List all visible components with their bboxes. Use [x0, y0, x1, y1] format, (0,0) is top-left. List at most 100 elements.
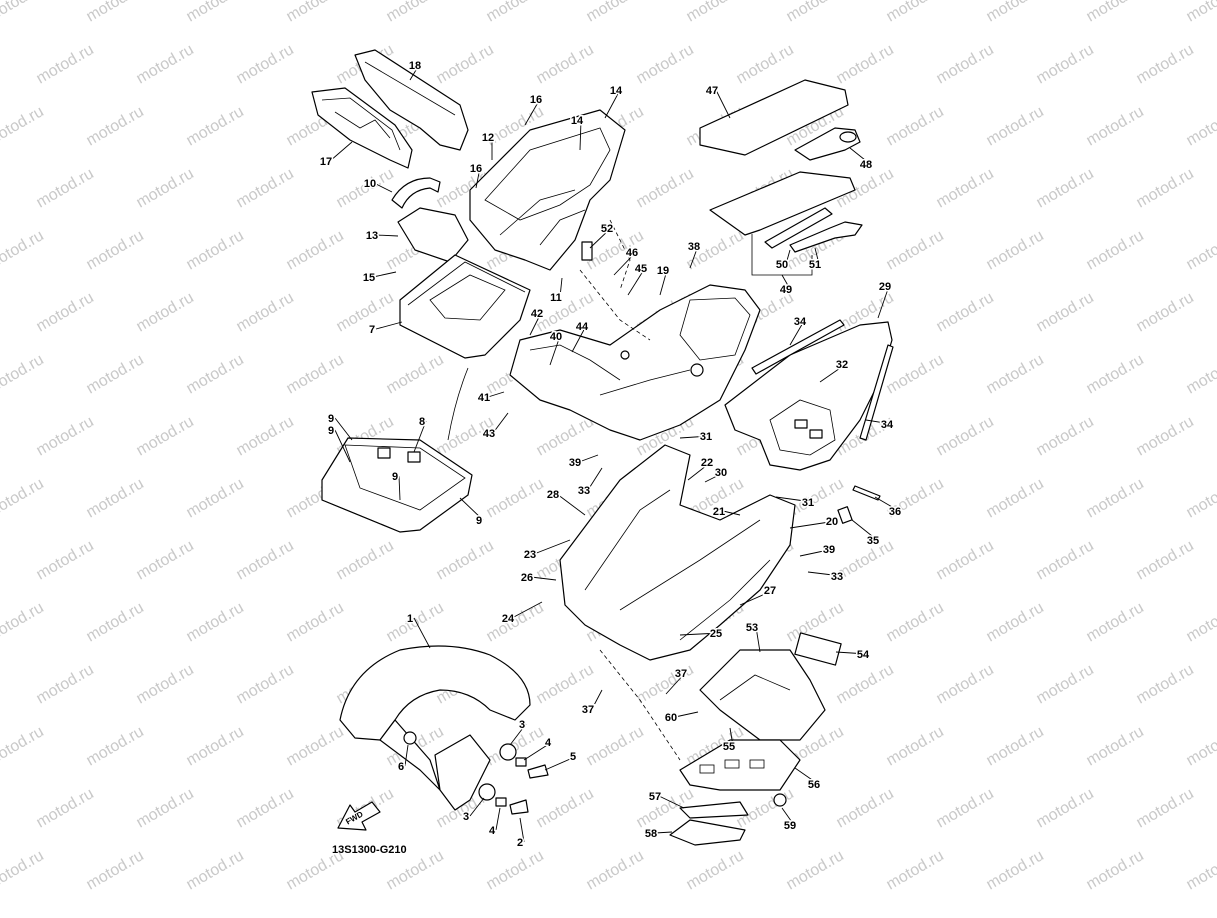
watermark-text: motod.ru — [34, 785, 97, 831]
watermark-text: motod.ru — [134, 41, 197, 87]
watermark-text: motod.ru — [934, 41, 997, 87]
callout-label-43: 43 — [483, 428, 495, 440]
watermark-text: motod.ru — [984, 723, 1047, 769]
callout-label-47: 47 — [706, 85, 718, 97]
watermark-text: motod.ru — [234, 41, 297, 87]
watermark-text: motod.ru — [0, 475, 47, 521]
watermark-text: motod.ru — [984, 475, 1047, 521]
watermark-text: motod.ru — [84, 723, 147, 769]
callout-label-14: 14 — [571, 115, 584, 127]
callout-label-20: 20 — [826, 516, 838, 528]
part-35-grommet — [838, 507, 852, 524]
callout-label-55: 55 — [723, 741, 735, 753]
watermark-text: motod.ru — [1134, 661, 1197, 707]
watermark-text: motod.ru — [184, 847, 247, 893]
watermark-text: motod.ru — [884, 723, 947, 769]
leader-line-9 — [335, 418, 352, 440]
watermark-text: motod.ru — [884, 103, 947, 149]
watermark-text: motod.ru — [534, 785, 597, 831]
leader-line-15 — [373, 272, 396, 277]
watermark-text: motod.ru — [184, 599, 247, 645]
callout-label-32: 32 — [836, 359, 848, 371]
watermark-text: motod.ru — [434, 909, 497, 913]
watermark-text: motod.ru — [584, 0, 647, 25]
watermark-text: motod.ru — [1134, 413, 1197, 459]
watermark-text: motod.ru — [484, 475, 547, 521]
watermark-text: motod.ru — [1034, 289, 1097, 335]
watermark-text: motod.ru — [1034, 165, 1097, 211]
part-58-stay — [670, 820, 745, 845]
watermark-text: motod.ru — [84, 599, 147, 645]
watermark-text: motod.ru — [934, 661, 997, 707]
watermark-text: motod.ru — [884, 599, 947, 645]
callout-label-3: 3 — [519, 719, 525, 731]
callout-label-59: 59 — [784, 820, 796, 832]
watermark-text: motod.ru — [234, 661, 297, 707]
callout-label-4: 4 — [489, 825, 496, 837]
watermark-text: motod.ru — [1184, 0, 1217, 25]
watermark-text: motod.ru — [934, 785, 997, 831]
callout-label-16: 16 — [530, 94, 542, 106]
watermark-text: motod.ru — [284, 723, 347, 769]
watermark-text: motod.ru — [834, 661, 897, 707]
watermark-text: motod.ru — [184, 723, 247, 769]
watermark-text: motod.ru — [1034, 909, 1097, 913]
watermark-text: motod.ru — [484, 0, 547, 25]
callout-label-17: 17 — [320, 156, 332, 168]
callout-label-21: 21 — [713, 506, 725, 518]
callout-label-48: 48 — [860, 159, 872, 171]
watermark-text: motod.ru — [384, 0, 447, 25]
callout-label-33: 33 — [831, 571, 843, 583]
part-10-strap — [392, 178, 440, 208]
callout-label-11: 11 — [550, 292, 562, 304]
watermark-text: motod.ru — [584, 723, 647, 769]
callout-label-19: 19 — [657, 265, 669, 277]
watermark-text: motod.ru — [784, 847, 847, 893]
watermark-text: motod.ru — [134, 537, 197, 583]
callout-label-9: 9 — [392, 471, 398, 483]
leader-line-58 — [655, 832, 672, 833]
callout-label-9: 9 — [328, 425, 334, 437]
watermark-text: motod.ru — [734, 909, 797, 913]
watermark-text: motod.ru — [184, 0, 247, 25]
callout-label-51: 51 — [809, 259, 821, 271]
watermark-text: motod.ru — [1084, 599, 1147, 645]
watermark-text: motod.ru — [84, 847, 147, 893]
callout-label-26: 26 — [521, 572, 533, 584]
callout-label-22: 22 — [701, 457, 713, 469]
callout-label-31: 31 — [700, 431, 712, 443]
callout-label-45: 45 — [635, 263, 647, 275]
callout-label-4: 4 — [545, 737, 552, 749]
watermark-text: motod.ru — [84, 103, 147, 149]
watermark-text: motod.ru — [334, 289, 397, 335]
watermark-text: motod.ru — [34, 289, 97, 335]
watermark-text: motod.ru — [234, 785, 297, 831]
callout-label-10: 10 — [364, 178, 376, 190]
watermark-text: motod.ru — [534, 661, 597, 707]
callout-label-42: 42 — [531, 308, 543, 320]
callout-label-27: 27 — [764, 585, 776, 597]
watermark-text: motod.ru — [34, 661, 97, 707]
watermark-text: motod.ru — [984, 227, 1047, 273]
leader-line-60 — [675, 712, 698, 717]
callout-label-14: 14 — [610, 85, 623, 97]
watermark-text: motod.ru — [634, 661, 697, 707]
watermark-text: motod.ru — [184, 475, 247, 521]
callout-label-9: 9 — [328, 413, 334, 425]
watermark-text: motod.ru — [1184, 475, 1217, 521]
watermark-text: motod.ru — [1184, 103, 1217, 149]
watermark-text: motod.ru — [184, 351, 247, 397]
watermark-text: motod.ru — [1184, 723, 1217, 769]
part-7-storage-box — [400, 255, 530, 358]
callout-label-6: 6 — [398, 761, 404, 773]
callout-label-58: 58 — [645, 828, 657, 840]
callout-label-41: 41 — [478, 392, 490, 404]
callout-label-52: 52 — [601, 223, 613, 235]
watermark-text: motod.ru — [1034, 661, 1097, 707]
watermark-text: motod.ru — [134, 289, 197, 335]
watermark-text: motod.ru — [1084, 227, 1147, 273]
callout-label-38: 38 — [688, 241, 700, 253]
part-54-reflector — [795, 633, 841, 665]
watermark-text: motod.ru — [1184, 227, 1217, 273]
